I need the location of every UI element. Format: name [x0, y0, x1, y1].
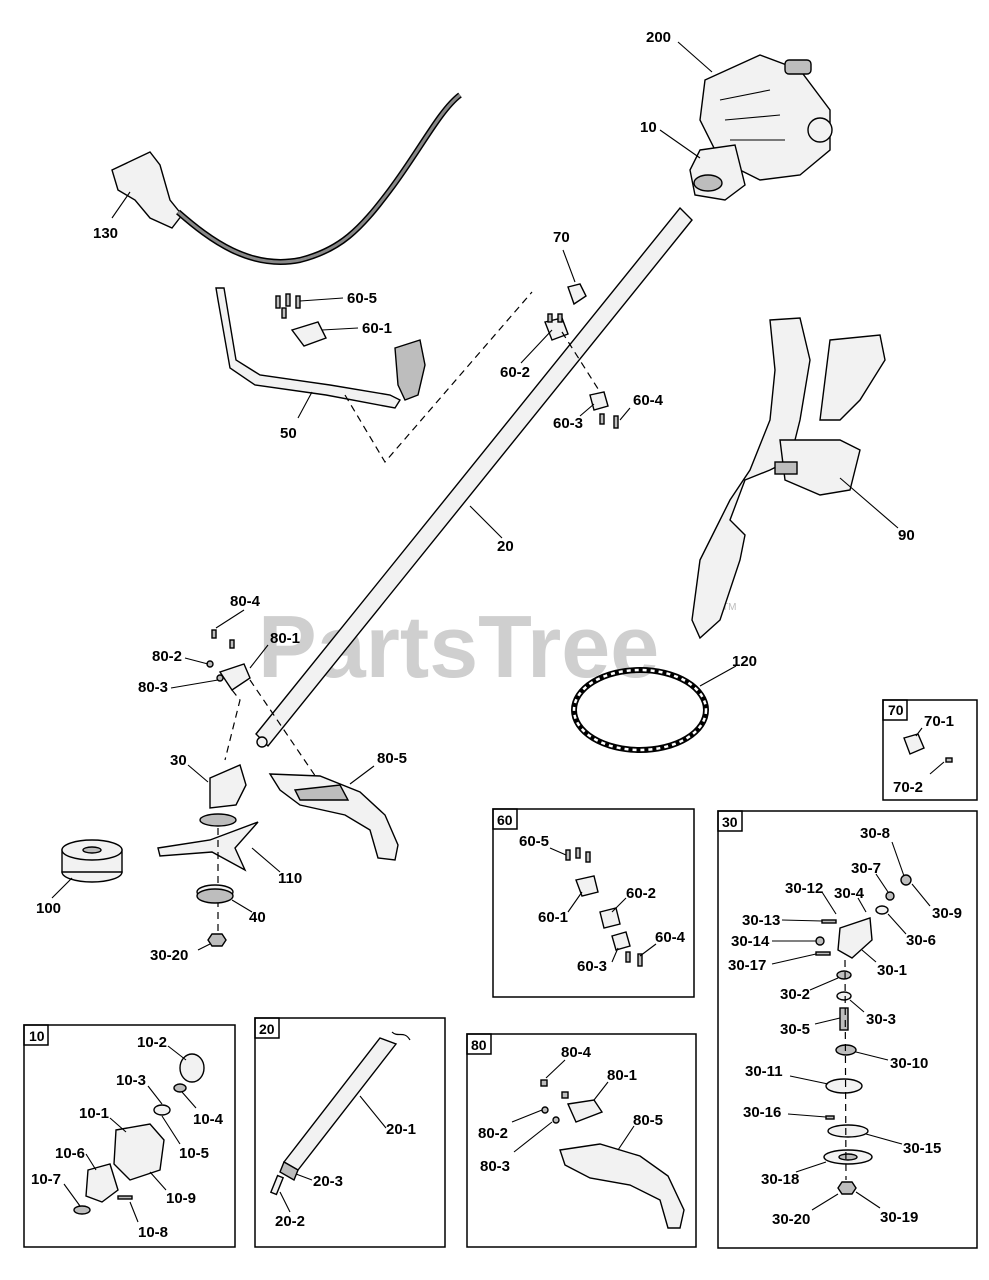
box30-label-30-7: 30-7	[851, 860, 881, 877]
screws-60-5[interactable]	[275, 293, 301, 319]
label-60-5: 60-5	[347, 290, 377, 307]
watermark-tm: TM	[722, 602, 736, 613]
box30-label-30-6: 30-6	[906, 932, 936, 949]
box30-label-30-19: 30-19	[880, 1209, 918, 1226]
box10-label-10-1: 10-1	[79, 1105, 109, 1122]
washer-40-part[interactable]	[196, 884, 234, 904]
box10-label-10-5: 10-5	[179, 1145, 209, 1162]
box10-label-10-2: 10-2	[137, 1034, 167, 1051]
box30-label-30-14: 30-14	[731, 933, 770, 950]
box30-label-30-8: 30-8	[860, 825, 890, 842]
label-20: 20	[497, 538, 514, 555]
label-10: 10	[640, 119, 657, 136]
blade-110-part[interactable]	[157, 821, 259, 872]
label-70: 70	[553, 229, 570, 246]
label-60-3: 60-3	[553, 415, 583, 432]
handlebar-part[interactable]	[215, 287, 426, 409]
box30-label-30-15: 30-15	[903, 1140, 941, 1157]
nut-30-20-part[interactable]	[207, 933, 227, 947]
box60-label-60-4: 60-4	[655, 929, 686, 946]
box30-label-30-9: 30-9	[932, 905, 962, 922]
detail-box-70: 70 70-1 70-2	[882, 699, 978, 801]
harness-part[interactable]	[691, 317, 886, 640]
box30-label-30-20: 30-20	[772, 1211, 810, 1228]
box10-label-10-4: 10-4	[193, 1111, 224, 1128]
box10-label-10-8: 10-8	[138, 1224, 168, 1241]
box80-label-80-5: 80-5	[633, 1112, 663, 1129]
box60-label-60-1: 60-1	[538, 909, 568, 926]
box30-tag: 30	[722, 814, 738, 830]
detail-box-30: 30 30-8 30-7 30-12 30-4 30-9 30-13 30-6	[717, 810, 978, 1249]
box30-label-30-3: 30-3	[866, 1011, 896, 1028]
clamp-60-2-part[interactable]	[544, 313, 569, 341]
label-110: 110	[278, 870, 302, 887]
label-80-4: 80-4	[230, 593, 261, 610]
detail-box-10: 10 10-2 10-3 10-4 10-1 10-5 10-6 10-7 10…	[23, 1024, 236, 1248]
detail-box-60: 60 60-5 60-1 60-2 60-4 60-3	[492, 808, 695, 998]
box30-label-30-10: 30-10	[890, 1055, 928, 1072]
box60-label-60-5: 60-5	[519, 833, 549, 850]
box30-label-30-17: 30-17	[728, 957, 766, 974]
box20-label-20-3: 20-3	[313, 1173, 343, 1190]
gearhead-30-part[interactable]	[199, 764, 247, 827]
trimmer-head-100-part[interactable]	[61, 839, 123, 883]
box80-label-80-3: 80-3	[480, 1158, 510, 1175]
box80-label-80-4: 80-4	[561, 1044, 592, 1061]
box60-tag: 60	[497, 812, 513, 828]
box30-label-30-18: 30-18	[761, 1171, 799, 1188]
clamp-60-3-part[interactable]	[589, 391, 619, 429]
guard-80-5-part[interactable]	[268, 773, 399, 861]
label-80-1: 80-1	[270, 630, 300, 647]
label-130: 130	[93, 225, 118, 242]
label-80-2: 80-2	[152, 648, 182, 665]
box60-label-60-2: 60-2	[626, 885, 656, 902]
assembly-dashed-line-50	[344, 291, 533, 464]
label-120: 120	[732, 653, 757, 670]
shaft-part[interactable]	[255, 206, 693, 748]
label-60-4: 60-4	[633, 392, 664, 409]
box30-label-30-12: 30-12	[785, 880, 823, 897]
clutch-housing-part[interactable]	[689, 144, 746, 201]
box30-label-30-13: 30-13	[742, 912, 780, 929]
guard-bracket-80-1[interactable]	[206, 629, 251, 691]
box70-tag: 70	[888, 702, 904, 718]
label-30-20-main: 30-20	[150, 947, 188, 964]
label-60-2: 60-2	[500, 364, 530, 381]
clamp-70-part[interactable]	[567, 283, 587, 306]
box10-label-10-9: 10-9	[166, 1190, 196, 1207]
trimmer-line-ring-part[interactable]	[571, 667, 709, 753]
box10-label-10-7: 10-7	[31, 1171, 61, 1188]
detail-box-80: 80 80-4 80-1 80-2 80-5 80-3	[466, 1033, 697, 1248]
box30-label-30-16: 30-16	[743, 1104, 781, 1121]
throttle-handle-part[interactable]	[111, 92, 462, 265]
detail-box-20: 20 20-1 20-3 20-2	[254, 1017, 446, 1248]
box80-label-80-2: 80-2	[478, 1125, 508, 1142]
box30-label-30-2: 30-2	[780, 986, 810, 1003]
label-80-3: 80-3	[138, 679, 168, 696]
box60-label-60-3: 60-3	[577, 958, 607, 975]
box10-label-10-6: 10-6	[55, 1145, 85, 1162]
box20-tag: 20	[259, 1021, 275, 1037]
box30-label-30-1: 30-1	[877, 962, 907, 979]
label-200: 200	[646, 29, 671, 46]
label-40: 40	[249, 909, 266, 926]
box80-tag: 80	[471, 1037, 487, 1053]
label-90: 90	[898, 527, 915, 544]
box30-label-30-5: 30-5	[780, 1021, 810, 1038]
box70-label-70-2: 70-2	[893, 779, 923, 796]
box20-label-20-1: 20-1	[386, 1121, 416, 1138]
label-60-1: 60-1	[362, 320, 392, 337]
label-30: 30	[170, 752, 187, 769]
box80-label-80-1: 80-1	[607, 1067, 637, 1084]
box10-tag: 10	[29, 1028, 45, 1044]
label-100: 100	[36, 900, 61, 917]
box20-label-20-2: 20-2	[275, 1213, 305, 1230]
box30-label-30-11: 30-11	[745, 1063, 783, 1080]
box70-label-70-1: 70-1	[924, 713, 954, 730]
box30-label-30-4: 30-4	[834, 885, 865, 902]
label-80-5: 80-5	[377, 750, 407, 767]
box10-label-10-3: 10-3	[116, 1072, 146, 1089]
label-50: 50	[280, 425, 297, 442]
